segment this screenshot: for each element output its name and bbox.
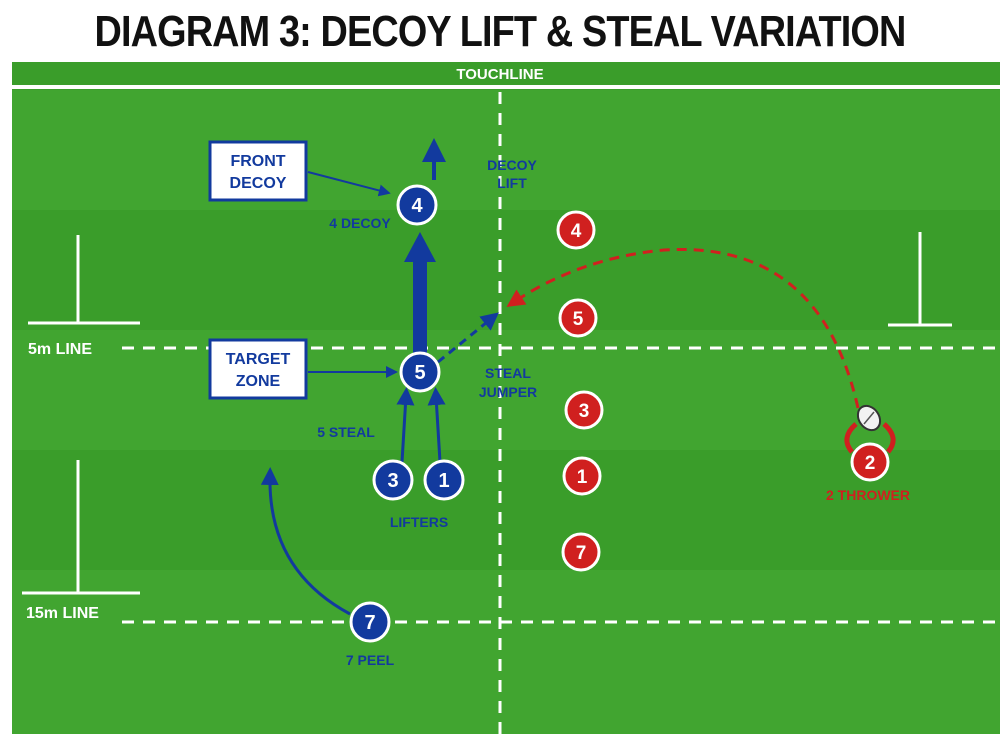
front-decoy-line1: FRONT <box>230 153 285 170</box>
lifters-label: LIFTERS <box>390 514 448 530</box>
peel-arrow <box>260 467 351 616</box>
front-decoy-line2: DECOY <box>230 175 287 192</box>
svg-text:5: 5 <box>414 362 425 384</box>
front-decoy-box <box>208 140 308 202</box>
four-decoy-label: 4 DECOY <box>329 215 391 231</box>
svg-text:2: 2 <box>865 453 876 474</box>
front-decoy-pointer-arrow <box>307 171 391 197</box>
svg-text:7: 7 <box>364 612 375 634</box>
red-player-4: 4 <box>556 210 596 250</box>
blue-player-4: 4 <box>396 184 438 226</box>
svg-text:4: 4 <box>411 195 423 217</box>
red-player-2-thrower: 2 <box>850 442 890 482</box>
grass-stripe <box>12 90 1000 210</box>
lifter-1-arrow <box>427 387 446 463</box>
throw-path-arrow <box>506 247 860 409</box>
svg-text:5: 5 <box>573 309 584 330</box>
left-marker-bottom <box>22 460 140 595</box>
steal-jumper-line1: STEAL <box>485 365 531 381</box>
rugby-field: TOUCHLINE 5m LINE 15m LINE FRONT DECOY T… <box>12 62 1000 734</box>
red-player-7: 7 <box>561 532 601 572</box>
svg-text:3: 3 <box>387 470 398 492</box>
left-marker-top <box>28 235 140 325</box>
diagram-title: DIAGRAM 3: DECOY LIFT & STEAL VARIATION <box>94 7 907 56</box>
svg-text:1: 1 <box>438 470 449 492</box>
blue-player-7: 7 <box>349 601 391 643</box>
thrower-arms-icon <box>844 422 896 454</box>
five-steal-label: 5 STEAL <box>317 424 375 440</box>
decoy-lift-line1: DECOY <box>487 157 537 173</box>
svg-text:4: 4 <box>571 221 582 242</box>
two-thrower-label: 2 THROWER <box>826 487 910 503</box>
red-player-1: 1 <box>562 456 602 496</box>
seven-peel-label: 7 PEEL <box>346 652 395 668</box>
blue-player-5: 5 <box>399 351 441 393</box>
blue-player-1: 1 <box>423 459 465 501</box>
five-m-line-label: 5m LINE <box>28 341 92 358</box>
target-zone-line1: TARGET <box>226 351 291 368</box>
red-player-3: 3 <box>564 390 604 430</box>
target-zone-box <box>208 338 308 400</box>
steal-dashed-arrow <box>437 312 499 364</box>
red-player-5: 5 <box>558 298 598 338</box>
lifter-3-arrow <box>396 387 415 463</box>
steal-jumper-line2: JUMPER <box>479 384 537 400</box>
svg-text:1: 1 <box>577 467 588 488</box>
grass-stripe <box>12 330 1000 450</box>
svg-text:7: 7 <box>576 543 587 564</box>
fifteen-m-line-label: 15m LINE <box>26 605 99 622</box>
blue-player-3: 3 <box>372 459 414 501</box>
grass-stripe <box>12 570 1000 734</box>
svg-text:3: 3 <box>579 401 590 422</box>
right-marker <box>888 232 952 327</box>
target-zone-line2: ZONE <box>236 373 281 390</box>
thick-lift-arrow <box>404 232 436 354</box>
rugby-ball-icon <box>856 404 882 432</box>
touchline-label: TOUCHLINE <box>456 66 543 83</box>
decoy-lift-line2: LIFT <box>497 175 527 191</box>
